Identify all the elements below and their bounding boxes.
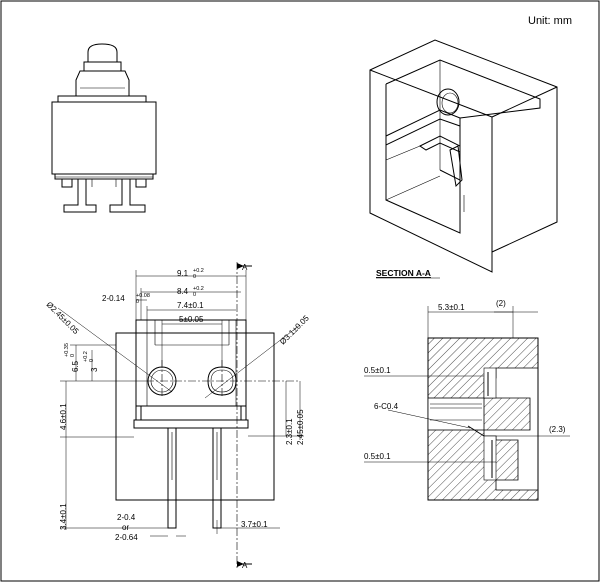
front-terminal-left [167,427,177,529]
front-base [133,419,249,429]
side-view [51,43,157,213]
dim-9-1: 9.1 [177,269,189,278]
dim-dia-3-1: Ø3.1±0.05 [278,313,311,346]
section-dim-gap-bottom: 0.5±0.1 [364,452,391,461]
dim-term-w2: 2-0.64 [115,533,138,542]
top-flange [57,95,147,103]
dim-slot-tol-lo: 0 [136,299,139,305]
isometric-view [369,39,558,273]
section-cavity [427,397,485,431]
section-dim-chamfer: 6-C0.4 [374,402,399,411]
front-outer-frame [115,332,275,501]
iso-rail-upper [385,109,461,146]
dim-2-45: 2.45±0.05 [296,409,305,445]
dim-9-1-tol-lo: 0 [193,274,196,280]
dim-4-6: 4.6±0.1 [59,403,68,430]
dim-8-4-tol-up: +0.2 [193,286,204,292]
bottom-flange [54,173,154,180]
unit-label: Unit: mm [528,15,572,27]
dim-2-3: 2.3±0.1 [285,418,294,445]
dim-8-4: 8.4 [177,287,189,296]
iso-outline [369,39,558,273]
dim-term-w: 2-0.4 [117,513,136,522]
section-dim-width: 5.3±0.1 [438,303,465,312]
terminal-left [63,178,97,213]
iso-hole [436,88,460,116]
dim-6-5-tol-up: +0.35 [64,343,70,357]
section-dim-ref-2-3: (2.3) [549,425,566,434]
dim-term-pitch: 3.7±0.1 [241,520,268,529]
terminal-right [109,178,146,213]
section-dim-gap-top: 0.5±0.1 [364,366,391,375]
front-view: A A 9.1 +0.2 [45,262,311,570]
dim-8-4-tol-lo: 0 [193,292,196,298]
section-marker-bottom: A [242,561,248,570]
front-body [135,319,247,421]
dim-3-tol-up: +0.2 [83,351,89,362]
dim-3-tol-lo: 0 [89,359,95,362]
dim-5: 5±0.05 [179,315,204,324]
dim-3: 3 [90,367,99,372]
section-marker-top: A [242,263,248,272]
switch-body [51,101,157,175]
dim-9-1-tol-up: +0.2 [193,268,204,274]
section-title: SECTION A-A [376,268,431,278]
dim-term-or: or [122,523,129,532]
dim-7-4: 7.4±0.1 [177,301,204,310]
dim-slot: 2-0.14 [102,294,125,303]
iso-contact [449,145,463,188]
plunger-cap [87,43,118,62]
section-a-a: SECTION A-A 5.3±0.1 (2) 0.5±0.1 6-C0.4 (… [364,268,570,501]
iso-inner-opening [385,84,461,234]
dim-3-4: 3.4±0.1 [59,503,68,530]
dim-slot-tol-up: +0.08 [136,293,150,299]
dim-dia-2-45: Ø2.45±0.05 [45,300,81,336]
plunger-collar [83,61,122,72]
section-dim-ref-2: (2) [496,299,506,308]
plunger-base [75,70,130,97]
dim-6-5-tol-lo: 0 [70,354,76,357]
dim-6-5: 6.5 [71,360,80,372]
